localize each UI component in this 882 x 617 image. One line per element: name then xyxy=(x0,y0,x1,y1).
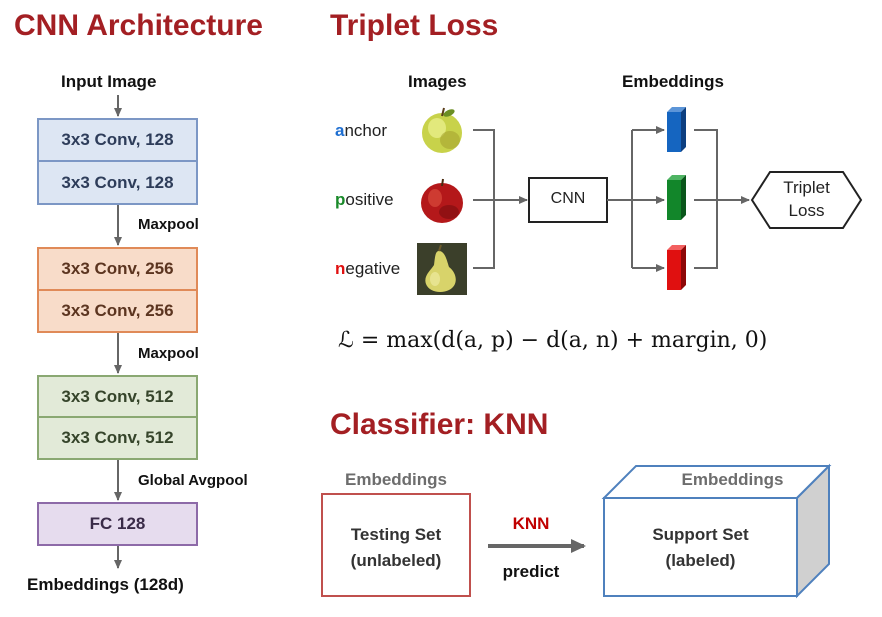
embeddings-merge-connector xyxy=(694,129,718,269)
support-set-line-1: Support Set xyxy=(652,525,749,544)
triplet-loss-hexagon xyxy=(750,171,863,229)
cnn-architecture-title: CNN Architecture xyxy=(14,9,263,42)
embedding-block-anchor xyxy=(667,107,686,152)
embeddings-output-label: Embeddings (128d) xyxy=(27,575,184,594)
cnn-box xyxy=(528,177,608,223)
testing-set-line-1: Testing Set xyxy=(350,525,442,544)
predict-arrow-label: predict xyxy=(502,562,560,581)
support-set-line-2: (labeled) xyxy=(665,551,736,570)
anchor-rest: nchor xyxy=(344,121,387,140)
global-avgpool-label: Global Avgpool xyxy=(138,472,248,489)
conv-512-layer-1: 3x3 Conv, 512 xyxy=(37,375,198,418)
fc-128-layer: FC 128 xyxy=(37,502,198,546)
triplet-loss-line-1: Triplet xyxy=(783,178,830,197)
testing-set-label: Testing Set (unlabeled) xyxy=(322,522,470,574)
triplet-loss-node-label: Triplet Loss xyxy=(770,176,843,222)
embeddings-header: Embeddings xyxy=(622,72,725,91)
images-header: Images xyxy=(408,72,467,91)
positive-label: positive xyxy=(335,190,394,210)
positive-rest: ositive xyxy=(345,190,394,209)
positive-initial: p xyxy=(335,190,346,209)
testing-set-embeddings-header: Embeddings xyxy=(344,470,447,489)
conv-128-layer-2: 3x3 Conv, 128 xyxy=(37,160,198,205)
conv-256-layer-1: 3x3 Conv, 256 xyxy=(37,247,198,291)
negative-rest: egative xyxy=(345,259,401,278)
testing-set-line-2: (unlabeled) xyxy=(350,551,442,570)
knn-arrow-label: KNN xyxy=(512,514,550,533)
cnn-box-label: CNN xyxy=(550,190,586,207)
triplet-loss-title: Triplet Loss xyxy=(330,9,499,42)
negative-label: negative xyxy=(335,259,400,279)
negative-initial: n xyxy=(335,259,346,278)
anchor-apple-image xyxy=(417,104,467,156)
conv-128-layer-1: 3x3 Conv, 128 xyxy=(37,118,198,162)
maxpool-label-2: Maxpool xyxy=(138,345,199,362)
conv-256-layer-2: 3x3 Conv, 256 xyxy=(37,289,198,333)
maxpool-label-1: Maxpool xyxy=(138,216,199,233)
classifier-knn-title: Classifier: KNN xyxy=(330,408,549,441)
support-set-cube xyxy=(601,463,832,599)
testing-set-box xyxy=(321,493,471,597)
triplet-loss-line-2: Loss xyxy=(788,201,825,220)
embedding-block-negative xyxy=(667,245,686,290)
support-set-label: Support Set (labeled) xyxy=(604,522,797,574)
images-merge-connector xyxy=(473,129,495,269)
triplet-loss-formula: ℒ = max(d(a, p) − d(a, n) + margin, 0) xyxy=(338,328,768,353)
support-set-embeddings-header: Embeddings xyxy=(681,470,784,489)
positive-apple-image xyxy=(417,174,467,226)
anchor-initial: a xyxy=(335,121,345,140)
input-image-label: Input Image xyxy=(61,72,157,91)
negative-pear-image xyxy=(417,243,467,295)
embedding-block-positive xyxy=(667,175,686,220)
conv-512-layer-2: 3x3 Conv, 512 xyxy=(37,416,198,460)
anchor-label: anchor xyxy=(335,121,387,141)
